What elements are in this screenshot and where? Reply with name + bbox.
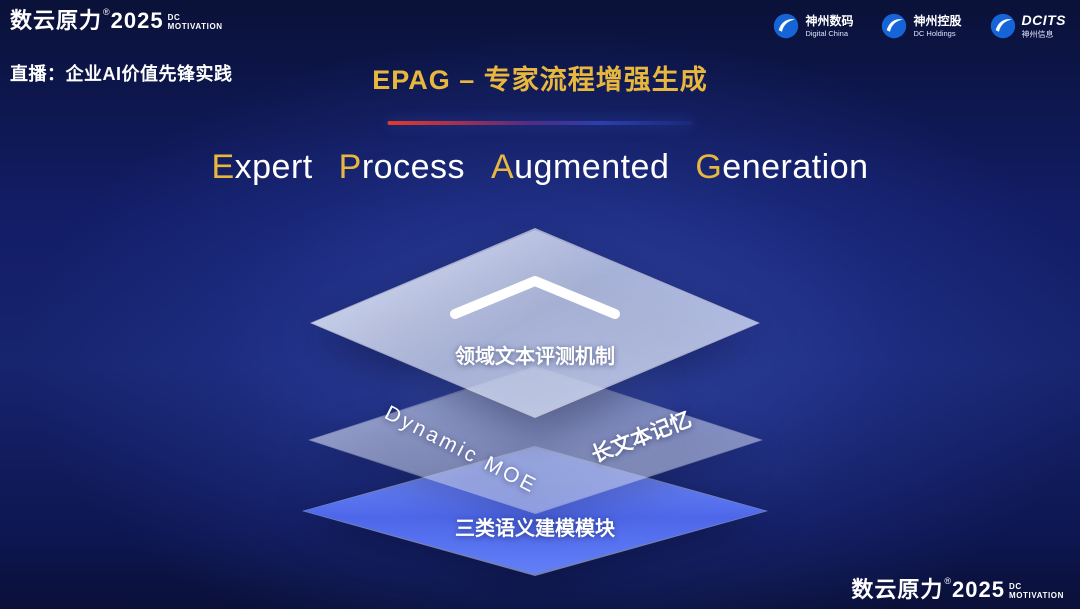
- dcits-logo: DCITS 神州信息: [990, 12, 1067, 40]
- title-en-word: Generation: [695, 148, 868, 187]
- partner-logos: 神州数码 Digital China 神州控股 DC Holdings DCIT…: [773, 12, 1066, 40]
- partner-name-en: DC Holdings: [913, 28, 956, 38]
- dc-holdings-logo-icon: [882, 13, 907, 38]
- dcits-logo-icon: [990, 13, 1015, 38]
- brand-sub-dc: DC: [167, 13, 181, 22]
- title-en-word-lead: P: [338, 148, 362, 186]
- brand-name: 数云原力: [10, 8, 103, 33]
- layer-top-domain-evaluation: [310, 228, 760, 418]
- title-en-word-lead: A: [490, 148, 515, 186]
- digital-china-logo-icon: [774, 13, 799, 38]
- partner-name-cn: 神州控股: [913, 13, 962, 28]
- top-layer-label: 领域文本评测机制: [455, 346, 615, 368]
- slide-title-en: Expert Process Augmented Generation: [0, 148, 1080, 187]
- header-brand-logo: 数云原力 ® 2025 DC MOTIVATION: [10, 7, 223, 33]
- brand-sub-motivation: MOTIVATION: [167, 22, 223, 32]
- title-en-word-rest: xpert: [234, 148, 313, 186]
- partner-name-en: DCITS: [1021, 12, 1066, 28]
- title-en-word-rest: ugmented: [514, 148, 670, 186]
- title-en-word-rest: rocess: [361, 148, 465, 186]
- brand-registered-mark: ®: [103, 7, 110, 17]
- title-en-word: Expert: [211, 148, 312, 187]
- partner-name-cn: 神州数码: [805, 13, 854, 28]
- title-en-word: Augmented: [491, 148, 669, 187]
- brand-name: 数云原力: [851, 577, 944, 602]
- digital-china-logo: 神州数码 Digital China: [773, 13, 853, 39]
- brand-year: 2025: [110, 8, 164, 33]
- title-en-word-lead: G: [695, 148, 723, 186]
- brand-registered-mark: ®: [944, 576, 952, 586]
- chevron-up-icon: [450, 276, 620, 319]
- bottom-layer-label: 三类语义建模模块: [455, 518, 615, 540]
- layered-stack-diagram: 领域文本评测机制 Dynamic MOE 长文本记忆 三类语义建模模块: [300, 228, 770, 598]
- title-en-word-lead: E: [211, 148, 235, 186]
- dc-holdings-logo: 神州控股 DC Holdings: [881, 13, 962, 39]
- brand-subtitle: DC MOTIVATION: [168, 13, 223, 31]
- title-en-word-rest: eneration: [722, 148, 869, 186]
- title-en-word: Process: [339, 148, 465, 187]
- slide-title-cn: EPAG – 专家流程增强生成: [372, 65, 708, 95]
- brand-year: 2025: [952, 577, 1005, 602]
- brand-sub-motivation: MOTIVATION: [1008, 591, 1064, 601]
- divider-line: [387, 121, 693, 125]
- live-stream-label: 直播：企业AI价值先锋实践: [10, 64, 233, 84]
- footer-brand-logo: 数云原力 ® 2025 DC MOTIVATION: [851, 576, 1064, 602]
- brand-sub-dc: DC: [1008, 582, 1022, 591]
- brand-subtitle: DC MOTIVATION: [1009, 582, 1064, 600]
- partner-name-en: Digital China: [805, 28, 848, 38]
- partner-name-cn: 神州信息: [1021, 29, 1054, 39]
